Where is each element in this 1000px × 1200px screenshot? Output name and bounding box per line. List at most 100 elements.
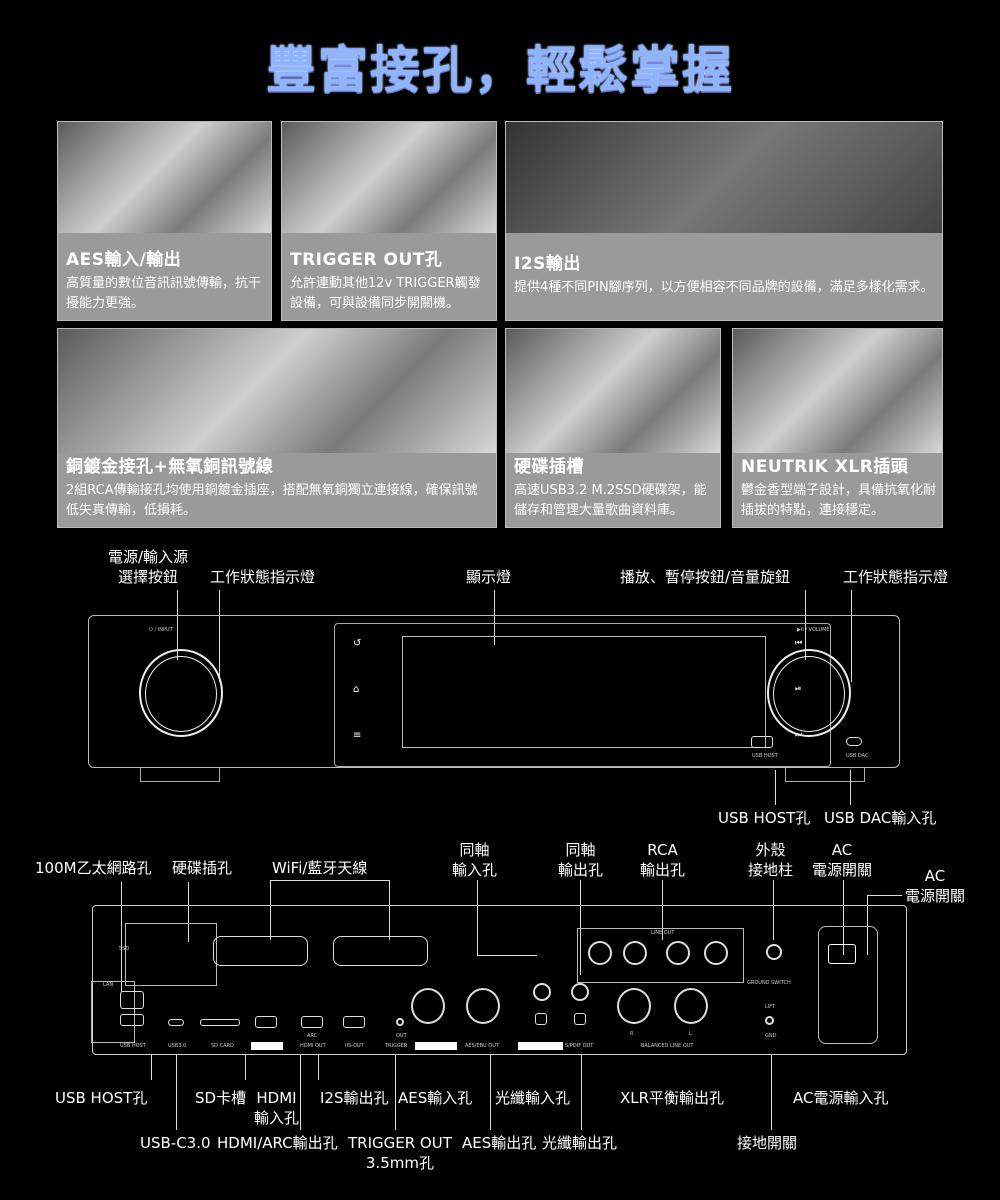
arc-label: ARC: [307, 1033, 318, 1039]
label-usb-host-rear: USB HOST孔: [55, 1089, 148, 1107]
wifi-antenna-left: [213, 936, 308, 966]
hdmi-in-port[interactable]: [255, 1016, 277, 1028]
ssd-bay[interactable]: [125, 923, 217, 986]
label-usb-c: USB-C3.0: [140, 1134, 211, 1152]
ssd-label: SSD: [119, 946, 130, 952]
page-title: 豐富接孔，輕鬆掌握: [266, 41, 734, 99]
label-play-volume: 播放、暫停按鈕/音量旋鈕: [620, 568, 791, 586]
card-desc: 提供4種不同PIN腳序列，以方便相容不同品牌的設備，滿足多樣化需求。: [514, 280, 934, 295]
wifi-antenna-right: [333, 936, 428, 966]
leader-line: [318, 1055, 319, 1080]
xlr-photo: [733, 329, 942, 453]
i2s-photo: [506, 122, 942, 233]
knob-ring: [773, 656, 845, 732]
leader-line: [805, 590, 806, 660]
ac-inlet[interactable]: [818, 926, 878, 1044]
label-xlr-out: XLR平衡輸出孔: [620, 1089, 725, 1107]
leader-line: [395, 1055, 396, 1130]
xlr-out-r[interactable]: [617, 988, 651, 1024]
leader-line: [477, 955, 537, 956]
ground-switch[interactable]: [765, 1016, 774, 1025]
balanced-label: BALANCED LINE OUT: [641, 1043, 694, 1049]
lan-port[interactable]: [120, 991, 144, 1009]
label-hdmi-arc: HDMI/ARC輸出孔: [217, 1134, 338, 1152]
label-rca-out: RCA 輸出孔: [640, 841, 686, 879]
leader-line: [867, 895, 868, 955]
volume-knob[interactable]: [767, 649, 851, 737]
label-ac-switch-2: AC 電源開關: [905, 867, 966, 905]
line-out-group: [577, 928, 744, 983]
leader-line: [270, 880, 271, 940]
hdmi-arc-port[interactable]: [301, 1016, 323, 1028]
input-label: ⏻ / INPUT: [149, 627, 173, 633]
aes-photo: [58, 122, 271, 233]
coax-out[interactable]: [571, 983, 589, 1001]
display-screen: [402, 636, 766, 748]
label-aes-out: AES輸出孔: [462, 1134, 537, 1152]
leader-line: [389, 880, 390, 940]
label-sd: SD卡槽: [195, 1089, 247, 1107]
back-icon[interactable]: ↺: [353, 638, 362, 649]
card-title: 硬碟插槽: [514, 457, 584, 477]
gnd-label: GND: [765, 1033, 777, 1039]
optical-out[interactable]: [574, 1013, 586, 1025]
usb-dac-port[interactable]: [846, 737, 862, 746]
previous-icon[interactable]: ⏮: [795, 638, 803, 647]
card-desc: 2組RCA傳輸接孔均使用銅鍍金插座，搭配無氧銅獨立連接線，確保訊號低失真傳輸，低…: [66, 483, 478, 518]
feature-card-trigger: TRIGGER OUT孔允許連動其他12v TRIGGER觸發設備，可與設備同步…: [281, 121, 497, 321]
aes-out-xlr[interactable]: [466, 988, 500, 1024]
leader-line: [773, 880, 774, 940]
leader-line: [662, 880, 663, 940]
card-desc: 允許連動其他12v TRIGGER觸發設備，可與設備同步開關機。: [290, 276, 481, 311]
usb-host-port[interactable]: [751, 736, 773, 748]
usb-host-port-rear[interactable]: [120, 1014, 144, 1026]
leader-line: [867, 895, 902, 896]
leader-line: [490, 1055, 491, 1130]
coax-in[interactable]: [533, 983, 551, 1001]
rca-r1[interactable]: [588, 941, 612, 965]
usb-c-port[interactable]: [168, 1019, 184, 1026]
foot: [140, 768, 220, 782]
home-icon[interactable]: ⌂: [353, 684, 360, 695]
lan-label: LAN: [103, 982, 114, 988]
lan-usb-group: [91, 981, 135, 1043]
ac-power-switch[interactable]: [828, 944, 856, 964]
aes-in-xlr[interactable]: [411, 988, 445, 1024]
aes-in-label-bar: [415, 1042, 457, 1050]
trigger-photo: [282, 122, 496, 233]
optical-in[interactable]: [535, 1013, 547, 1025]
trigger-jack[interactable]: [396, 1018, 404, 1026]
label-power-input: 電源/輸入源 選擇按鈕: [108, 548, 189, 586]
rca-l2[interactable]: [704, 941, 728, 965]
card-desc: 高速USB3.2 M.2SSD硬碟架，能儲存和管理大量歌曲資料庫。: [514, 483, 707, 518]
menu-icon[interactable]: ≡: [353, 730, 362, 741]
label-i2s-out: I2S輸出孔: [320, 1089, 389, 1107]
label-optical-out: 光纖輸出孔: [542, 1134, 618, 1152]
input-knob[interactable]: [139, 649, 223, 737]
usb-host-label: USB HOST: [120, 1043, 146, 1049]
sd-card-slot[interactable]: [200, 1019, 240, 1026]
usb3-label: USB3.0: [168, 1043, 187, 1049]
label-trigger: TRIGGER OUT 3.5mm孔: [348, 1134, 452, 1172]
ground-post[interactable]: [766, 944, 782, 960]
leader-line: [850, 770, 851, 805]
leader-line: [121, 882, 122, 992]
card-title: NEUTRIK XLR插頭: [741, 457, 909, 477]
i2s-port[interactable]: [343, 1016, 365, 1028]
rca-r2[interactable]: [666, 941, 690, 965]
aes-out-label: AES/EBU OUT: [465, 1043, 499, 1049]
spdif-in-label-bar: [518, 1042, 563, 1050]
rca-l1[interactable]: [623, 941, 647, 965]
label-usb-host: USB HOST孔: [718, 809, 811, 827]
card-desc: 高質量的數位音訊訊號傳輸，抗干擾能力更強。: [66, 276, 262, 311]
feature-card-i2s: I2S輸出提供4種不同PIN腳序列，以方便相容不同品牌的設備，滿足多樣化需求。: [505, 121, 943, 321]
leader-line: [188, 882, 189, 942]
xlr-out-l[interactable]: [674, 988, 708, 1024]
leader-line: [176, 1055, 177, 1130]
sd-card-label: SD CARD: [211, 1043, 234, 1049]
leader-line: [771, 1055, 772, 1130]
ssd-photo: [506, 329, 720, 453]
card-title: I2S輸出: [514, 254, 581, 274]
card-title: 銅鍍金接孔+無氧銅訊號線: [66, 457, 274, 477]
spdif-out-label: S/PDIF OUT: [565, 1043, 594, 1049]
